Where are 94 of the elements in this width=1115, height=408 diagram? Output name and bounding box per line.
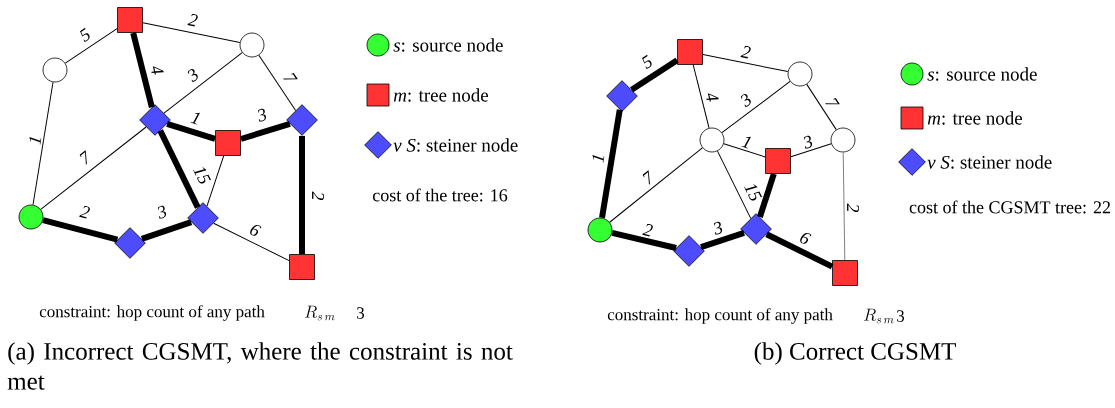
legend-item: v S: steiner node bbox=[898, 148, 1052, 176]
legend-item: s: source node bbox=[366, 33, 503, 57]
edge-label: 1 bbox=[592, 154, 605, 163]
label-text: 3 bbox=[897, 310, 905, 322]
graph-node bbox=[699, 127, 725, 153]
label-text: (b) Correct CGSMT bbox=[754, 342, 956, 365]
legend-item: m: tree node bbox=[900, 106, 1023, 130]
graph-edge bbox=[299, 135, 305, 255]
graph-edge bbox=[130, 32, 155, 108]
graph-node bbox=[239, 32, 265, 58]
tree-node bbox=[117, 7, 143, 33]
graph-node bbox=[787, 61, 813, 87]
graph-edge bbox=[765, 231, 834, 270]
graph-edge bbox=[40, 126, 147, 210]
steiner-node bbox=[187, 202, 219, 234]
edge-label: 3 bbox=[258, 108, 267, 122]
graph-edge bbox=[702, 54, 789, 73]
graph-edge bbox=[42, 217, 119, 243]
graph-edge bbox=[258, 54, 297, 111]
tree-node bbox=[289, 254, 315, 280]
legend-item: s: source node bbox=[900, 62, 1037, 86]
edge-label: 2 bbox=[187, 14, 198, 27]
graph-edge bbox=[700, 230, 745, 250]
graph-edge bbox=[142, 22, 241, 43]
edge-label: 15 bbox=[193, 167, 212, 184]
graph-edge bbox=[166, 120, 216, 142]
formula: $R_{s\,m}$ bbox=[305, 305, 335, 321]
edge-label: 3 bbox=[187, 68, 198, 83]
edge-label: 6 bbox=[800, 232, 812, 244]
graph-edge bbox=[163, 52, 243, 114]
edge-label: 3 bbox=[714, 221, 723, 235]
graph-edge bbox=[790, 143, 832, 158]
graph-edge bbox=[157, 129, 201, 209]
edge-label: 15 bbox=[744, 184, 763, 201]
edge-label: 4 bbox=[151, 66, 164, 75]
steiner-node bbox=[673, 235, 705, 267]
graph-edge bbox=[32, 81, 54, 206]
steiner-node bbox=[286, 104, 318, 136]
edge-label: 1 bbox=[741, 136, 751, 149]
legend-item: m: tree node bbox=[366, 83, 489, 107]
edge-label: 2 bbox=[312, 191, 324, 201]
graph-node bbox=[830, 127, 856, 153]
source-node bbox=[18, 204, 44, 230]
formula: $R_{s\,m}$ bbox=[864, 308, 894, 324]
edge-label: 2 bbox=[847, 203, 859, 213]
graph-edge bbox=[842, 151, 846, 261]
steiner-node bbox=[606, 80, 638, 112]
graph-edge bbox=[609, 147, 703, 223]
graph-edge bbox=[64, 28, 118, 64]
graph-edge bbox=[599, 109, 623, 219]
label-text: constraint: hop count of any path bbox=[39, 305, 265, 321]
edge-label: 6 bbox=[250, 224, 262, 236]
graph-edge bbox=[611, 229, 677, 251]
steiner-node bbox=[139, 104, 171, 136]
edge-label: 1 bbox=[190, 112, 200, 125]
edge-label: 3 bbox=[740, 93, 751, 108]
edge-label: 5 bbox=[80, 27, 90, 42]
steiner-node bbox=[114, 227, 146, 259]
graph-edge bbox=[140, 219, 193, 242]
edge-label: 4 bbox=[706, 93, 719, 102]
edge-label: 3 bbox=[804, 135, 813, 149]
edge-label: 7 bbox=[79, 150, 87, 165]
tree-node bbox=[832, 260, 858, 286]
edge-label: 7 bbox=[825, 97, 840, 105]
graph-edge bbox=[630, 57, 679, 93]
label-text: constraint: hop count of any path bbox=[607, 308, 833, 324]
legend-item: v S: steiner node bbox=[364, 131, 518, 159]
graph-edge bbox=[757, 173, 777, 218]
label-text: cost of the tree: 16 bbox=[372, 188, 508, 202]
source-node bbox=[587, 217, 613, 243]
edge-label: 7 bbox=[642, 170, 650, 185]
graph-edge bbox=[240, 120, 291, 142]
graph-edge bbox=[721, 80, 791, 134]
edge-label: 1 bbox=[29, 136, 42, 145]
edge-label: 2 bbox=[79, 206, 90, 219]
graph-edge bbox=[723, 143, 766, 158]
tree-node bbox=[765, 148, 791, 174]
tree-node bbox=[215, 130, 241, 156]
graph-edge bbox=[806, 83, 837, 131]
label-text: 3 bbox=[357, 307, 365, 319]
steiner-node bbox=[740, 213, 772, 245]
edge-label: 5 bbox=[642, 54, 652, 69]
graph-node bbox=[42, 57, 68, 83]
graph-edge bbox=[717, 150, 752, 219]
graph-edge bbox=[213, 222, 290, 262]
edge-label: 7 bbox=[283, 72, 298, 80]
label-text: (a) Incorrect CGSMT, where the constraint is not met bbox=[7, 342, 513, 390]
graph-edge bbox=[692, 64, 710, 129]
label-text: cost of the CGSMT tree: 22 bbox=[909, 200, 1110, 214]
edge-label: 3 bbox=[158, 205, 167, 219]
tree-node bbox=[677, 39, 703, 65]
edge-label: 2 bbox=[740, 46, 751, 59]
edge-label: 2 bbox=[642, 224, 653, 237]
graph-edge bbox=[206, 155, 225, 207]
